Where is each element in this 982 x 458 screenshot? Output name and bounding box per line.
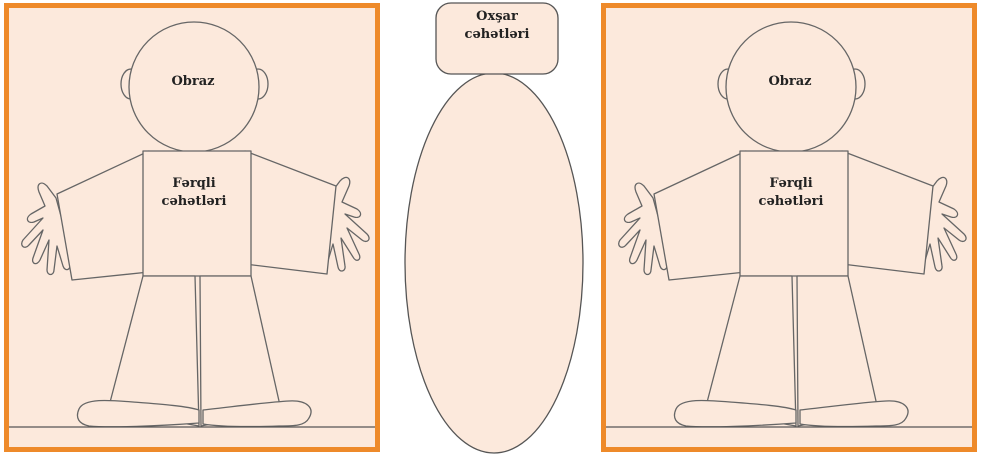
left-figure-panel: Obraz Fərqli cəhətləri	[4, 3, 380, 452]
right-body-label-line2: cəhətləri	[731, 193, 851, 211]
center-oval	[405, 73, 583, 453]
right-head-label: Obraz	[730, 73, 850, 91]
left-body-label-line2: cəhətləri	[134, 193, 254, 211]
right-sleeve	[245, 151, 336, 274]
left-body-label: Fərqli cəhətləri	[134, 175, 254, 211]
left-body-label-line1: Fərqli	[134, 175, 254, 193]
torso	[143, 151, 251, 276]
left-sleeve	[57, 151, 149, 280]
right-body-label-line1: Fərqli	[731, 175, 851, 193]
center-shape	[404, 0, 594, 458]
center-label: Oxşar cəhətləri	[437, 8, 557, 44]
torso	[740, 151, 848, 276]
right-body-label: Fərqli cəhətləri	[731, 175, 851, 211]
left-head-label: Obraz	[133, 73, 253, 91]
left-sleeve	[654, 151, 746, 280]
right-figure-panel: Obraz Fərqli cəhətləri	[601, 3, 977, 452]
right-sleeve	[842, 151, 933, 274]
center-label-line1: Oxşar	[437, 8, 557, 26]
center-label-line2: cəhətləri	[437, 26, 557, 44]
